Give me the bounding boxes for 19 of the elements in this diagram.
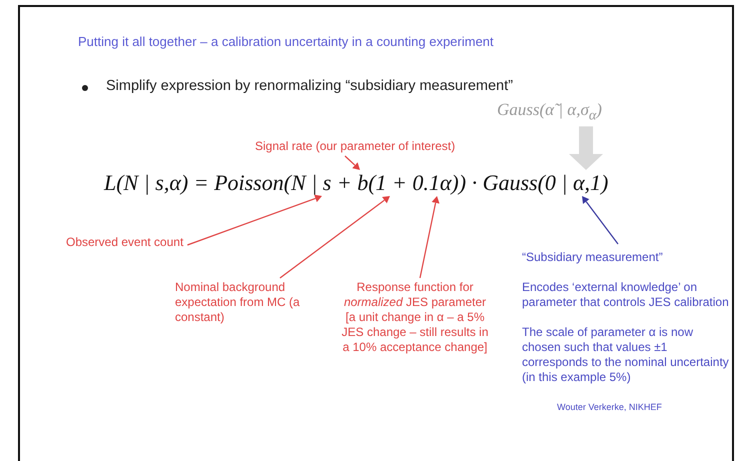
slide-title: Putting it all together – a calibration uncertainty in a counting experiment [78,34,494,49]
block-arrow [569,126,603,170]
annotation-text: “Subsidiary measurement” [522,250,664,265]
annotation-text: The scale of parameter α is now chosen such that values ±1 corresponds to the nominal uncertainty (in this example 5%) [522,325,730,385]
arrow [582,196,618,244]
annotation-text: Encodes ‘external knowledge’ on parameter that controls JES calibration [522,280,730,310]
annotation-text: Observed event count [66,235,184,250]
arrow [344,156,360,170]
arrow [419,196,440,278]
arrow [187,194,322,246]
formula: L(N | s,α) = Poisson(N | s + b(1 + 0.1α)) · Gauss(0 | α,1) [104,170,608,196]
annotation-text: Signal rate (our parameter of interest) [255,139,456,154]
annotation-text: Response function for normalized JES parameter [342,280,488,310]
bullet-text: Simplify expression by renormalizing “subsidiary measurement” [106,78,513,94]
annotation-text: [a unit change in α – a 5% JES change – still results in a 10% acceptance change] [340,310,490,355]
arrow [280,196,390,278]
author-credit: Wouter Verkerke, NIKHEF [557,402,662,412]
formula: Gauss(α̃ | α,σ$_{α}$) [497,100,602,124]
annotation-text: Nominal background expectation from MC (a constant) [175,280,325,325]
